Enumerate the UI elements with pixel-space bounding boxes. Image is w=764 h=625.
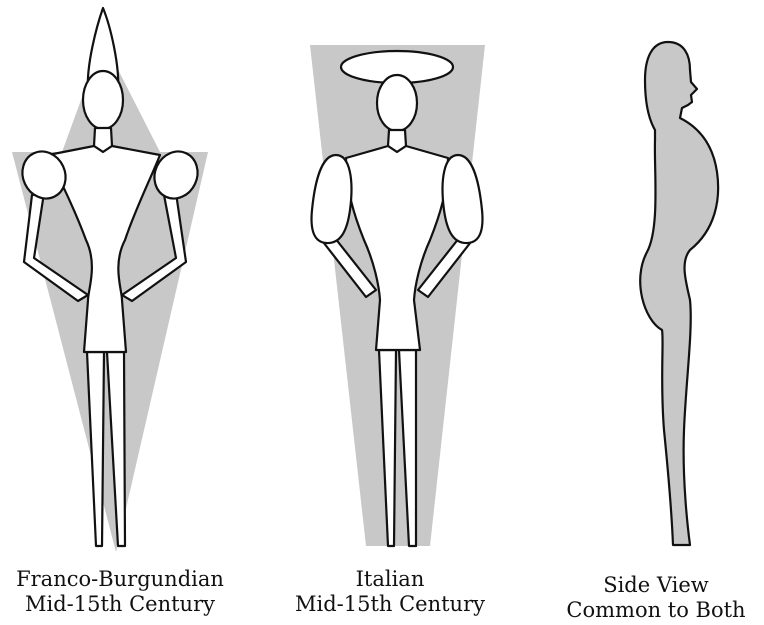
caption-franco-line2: Mid-15th Century [0,592,240,617]
franco-head [83,71,123,129]
caption-side-line1: Side View [536,573,764,598]
caption-italian-line1: Italian [270,567,510,592]
italian-left-sleeve [312,155,352,243]
caption-franco-line1: Franco-Burgundian [0,567,240,592]
figures-illustration [0,0,764,560]
franco-burgundian-figure [12,8,208,552]
caption-side-view: Side View Common to Both [536,573,764,623]
side-view-silhouette [640,42,718,545]
italian-head [377,75,417,131]
italian-figure [310,45,485,546]
italian-right-sleeve [443,155,483,243]
caption-side-line2: Common to Both [536,598,764,623]
caption-italian-line2: Mid-15th Century [270,592,510,617]
caption-franco-burgundian: Franco-Burgundian Mid-15th Century [0,567,240,617]
caption-italian: Italian Mid-15th Century [270,567,510,617]
side-view-figure [640,42,718,545]
